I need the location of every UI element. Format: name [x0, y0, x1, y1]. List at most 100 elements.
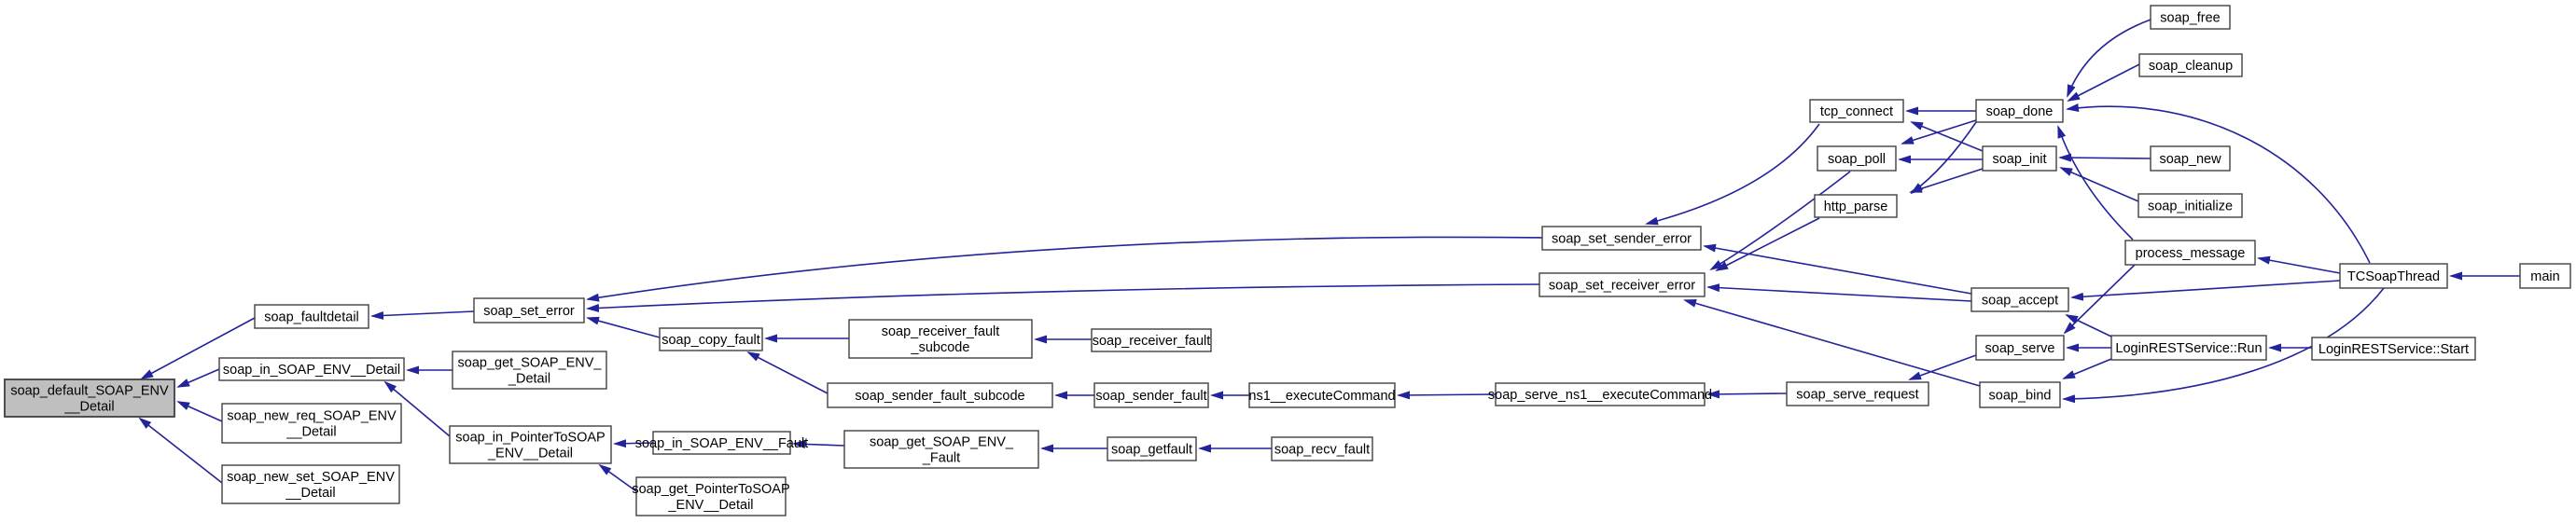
node-box-soap_getfault[interactable] — [1107, 436, 1197, 461]
node-box-soap_get_PointerToSOAP_ENV__Detail[interactable] — [635, 476, 787, 516]
node-label-soap_default_SOAP_ENV__Detail: soap_default_SOAP_ENV__Detail — [10, 384, 169, 415]
node-box-soap_receiver_fault[interactable] — [1091, 328, 1212, 352]
node-box-soap_in_SOAP_ENV__Fault[interactable] — [652, 431, 791, 455]
node-box-soap_bind[interactable] — [1979, 381, 2061, 408]
node-box-ns1__executeCommand[interactable] — [1248, 382, 1396, 408]
node-soap_initialize[interactable]: soap_initialize — [2137, 193, 2243, 218]
node-label-soap_get_SOAP_ENV__Fault: soap_get_SOAP_ENV__Fault — [870, 435, 1014, 466]
node-box-soap_serve[interactable] — [1975, 335, 2065, 361]
node-soap_init[interactable]: soap_init — [1982, 145, 2057, 172]
node-soap_in_PointerToSOAP_ENV__Detail[interactable]: soap_in_PointerToSOAP_ENV__Detail — [449, 425, 612, 464]
node-soap_get_SOAP_ENV__Detail[interactable]: soap_get_SOAP_ENV__Detail — [452, 351, 607, 390]
node-box-soap_init[interactable] — [1982, 145, 2057, 172]
node-soap_new_set_SOAP_ENV__Detail[interactable]: soap_new_set_SOAP_ENV__Detail — [221, 464, 400, 504]
node-box-soap_set_sender_error[interactable] — [1541, 226, 1702, 251]
node-soap_free[interactable]: soap_free — [2150, 5, 2231, 30]
node-soap_new_req_SOAP_ENV__Detail[interactable]: soap_new_req_SOAP_ENV__Detail — [221, 403, 402, 444]
edge-soap_get_SOAP_ENV__Fault-calls-soap_in_SOAP_ENV__Fault — [792, 439, 845, 448]
node-soap_set_receiver_error[interactable]: soap_set_receiver_error — [1539, 272, 1706, 297]
node-box-soap_cleanup[interactable] — [2138, 53, 2243, 77]
node-soap_sender_fault_subcode[interactable]: soap_sender_fault_subcode — [827, 382, 1053, 408]
node-box-soap_new_set_SOAP_ENV__Detail[interactable] — [221, 464, 400, 504]
node-box-soap_recv_fault[interactable] — [1271, 436, 1373, 461]
node-box-soap_poll[interactable] — [1817, 145, 1897, 172]
edge-soap_set_error-calls-soap_faultdetail — [370, 310, 475, 320]
node-box-soap_faultdetail[interactable] — [254, 304, 369, 329]
node-box-soap_in_PointerToSOAP_ENV__Detail[interactable] — [449, 425, 612, 464]
node-soap_bind[interactable]: soap_bind — [1979, 381, 2061, 408]
node-label-soap_set_receiver_error: soap_set_receiver_error — [1549, 279, 1695, 294]
node-main[interactable]: main — [2519, 263, 2571, 289]
node-box-soap_default_SOAP_ENV__Detail[interactable] — [4, 378, 175, 418]
node-soap_default_SOAP_ENV__Detail[interactable]: soap_default_SOAP_ENV__Detail — [4, 378, 175, 418]
node-label-soap_in_SOAP_ENV__Detail: soap_in_SOAP_ENV__Detail — [223, 363, 400, 378]
node-soap_receiver_fault[interactable]: soap_receiver_fault — [1091, 328, 1212, 352]
node-box-soap_in_SOAP_ENV__Detail[interactable] — [218, 357, 405, 381]
node-box-soap_free[interactable] — [2150, 5, 2231, 30]
node-soap_accept[interactable]: soap_accept — [1970, 287, 2069, 312]
node-soap_get_SOAP_ENV__Fault[interactable]: soap_get_SOAP_ENV__Fault — [843, 430, 1039, 469]
node-soap_cleanup[interactable]: soap_cleanup — [2138, 53, 2243, 77]
node-box-soap_set_receiver_error[interactable] — [1539, 272, 1706, 297]
node-soap_get_PointerToSOAP_ENV__Detail[interactable]: soap_get_PointerToSOAP_ENV__Detail — [632, 476, 790, 516]
node-label-soap_poll: soap_poll — [1828, 152, 1886, 167]
node-box-soap_sender_fault[interactable] — [1093, 382, 1209, 408]
node-label-soap_sender_fault: soap_sender_fault — [1095, 389, 1206, 404]
node-label-LoginRESTService_Start: LoginRESTService::Start — [2318, 342, 2469, 357]
node-soap_in_SOAP_ENV__Detail[interactable]: soap_in_SOAP_ENV__Detail — [218, 357, 405, 381]
node-label-main: main — [2530, 269, 2559, 284]
node-soap_copy_fault[interactable]: soap_copy_fault — [659, 327, 763, 351]
edge-soap_done-calls-http_parse — [1910, 121, 1977, 195]
node-soap_serve[interactable]: soap_serve — [1975, 335, 2065, 361]
node-box-soap_new_req_SOAP_ENV__Detail[interactable] — [221, 403, 402, 444]
edge-soap_in_SOAP_ENV__Detail-calls-soap_default_SOAP_ENV__Detail — [176, 368, 220, 388]
node-box-soap_receiver_fault_subcode[interactable] — [848, 319, 1033, 359]
node-soap_in_SOAP_ENV__Fault[interactable]: soap_in_SOAP_ENV__Fault — [635, 431, 808, 455]
node-soap_set_error[interactable]: soap_set_error — [473, 297, 585, 323]
node-box-soap_new[interactable] — [2150, 145, 2231, 172]
node-soap_recv_fault[interactable]: soap_recv_fault — [1271, 436, 1373, 461]
edge-soap_copy_fault-calls-soap_set_error — [586, 316, 661, 338]
node-soap_sender_fault[interactable]: soap_sender_fault — [1093, 382, 1209, 408]
node-box-http_parse[interactable] — [1814, 194, 1898, 218]
node-box-soap_copy_fault[interactable] — [659, 327, 763, 351]
node-label-soap_recv_fault: soap_recv_fault — [1274, 443, 1370, 458]
node-soap_done[interactable]: soap_done — [1975, 99, 2064, 123]
node-box-soap_sender_fault_subcode[interactable] — [827, 382, 1053, 408]
edge-soap_serve_ns1__executeCommand-calls-ns1__executeCommand — [1397, 391, 1497, 400]
node-box-soap_serve_request[interactable] — [1786, 381, 1929, 406]
node-box-main[interactable] — [2519, 263, 2571, 289]
node-soap_serve_ns1__executeCommand[interactable]: soap_serve_ns1__executeCommand — [1488, 382, 1712, 406]
node-soap_getfault[interactable]: soap_getfault — [1107, 436, 1197, 461]
node-process_message[interactable]: process_message — [2124, 240, 2256, 266]
edge-soap_new_req_SOAP_ENV__Detail-calls-soap_default_SOAP_ENV__Detail — [176, 401, 223, 422]
node-label-soap_faultdetail: soap_faultdetail — [264, 310, 359, 325]
node-box-LoginRESTService_Start[interactable] — [2311, 337, 2476, 361]
node-label-soap_get_SOAP_ENV__Detail: soap_get_SOAP_ENV__Detail — [458, 356, 603, 387]
node-box-TCSoapThread[interactable] — [2339, 263, 2448, 289]
node-box-process_message[interactable] — [2124, 240, 2256, 266]
node-soap_set_sender_error[interactable]: soap_set_sender_error — [1541, 226, 1702, 251]
node-label-soap_receiver_fault_subcode: soap_receiver_fault_subcode — [882, 324, 1000, 355]
node-box-soap_get_SOAP_ENV__Fault[interactable] — [843, 430, 1039, 469]
node-http_parse[interactable]: http_parse — [1814, 194, 1898, 218]
node-TCSoapThread[interactable]: TCSoapThread — [2339, 263, 2448, 289]
node-LoginRESTService_Run[interactable]: LoginRESTService::Run — [2110, 335, 2267, 361]
node-tcp_connect[interactable]: tcp_connect — [1809, 99, 1904, 123]
node-box-soap_accept[interactable] — [1970, 287, 2069, 312]
node-box-LoginRESTService_Run[interactable] — [2110, 335, 2267, 361]
node-soap_new[interactable]: soap_new — [2150, 145, 2231, 172]
node-soap_faultdetail[interactable]: soap_faultdetail — [254, 304, 369, 329]
node-soap_poll[interactable]: soap_poll — [1817, 145, 1897, 172]
node-ns1__executeCommand[interactable]: ns1__executeCommand — [1248, 382, 1396, 408]
nodes-layer: soap_default_SOAP_ENV__Detail soap_faultd… — [4, 5, 2571, 516]
node-box-tcp_connect[interactable] — [1809, 99, 1904, 123]
node-LoginRESTService_Start[interactable]: LoginRESTService::Start — [2311, 337, 2476, 361]
node-box-soap_done[interactable] — [1975, 99, 2064, 123]
node-box-soap_get_SOAP_ENV__Detail[interactable] — [452, 351, 607, 390]
node-box-soap_serve_ns1__executeCommand[interactable] — [1495, 382, 1706, 406]
node-soap_serve_request[interactable]: soap_serve_request — [1786, 381, 1929, 406]
node-box-soap_set_error[interactable] — [473, 297, 585, 323]
node-soap_receiver_fault_subcode[interactable]: soap_receiver_fault_subcode — [848, 319, 1033, 359]
node-box-soap_initialize[interactable] — [2137, 193, 2243, 218]
